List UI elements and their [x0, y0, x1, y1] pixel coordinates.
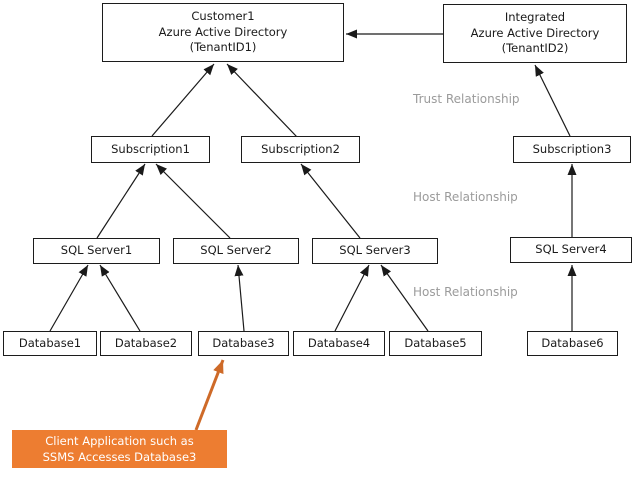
box-database2: Database2 — [100, 331, 192, 356]
arrow-sub2-to-tenant1 — [226, 63, 298, 138]
client-application-callout: Client Application such as SSMS Accesses… — [12, 430, 227, 468]
arrow-sub1-to-tenant1 — [151, 63, 215, 137]
box-database5: Database5 — [389, 331, 482, 356]
trust-relationship-label: Trust Relationship — [413, 92, 520, 106]
box-subscription2: Subscription2 — [241, 136, 360, 163]
callout-line1: Client Application such as — [45, 434, 194, 448]
arrow-sub3-to-tenant2 — [534, 64, 571, 137]
arrow-db1-to-sql1 — [49, 264, 89, 332]
box-sql-server4: SQL Server4 — [510, 237, 632, 263]
arrow-sql2-to-sub1 — [155, 163, 231, 239]
tenant1-directory-label: Azure Active Directory — [158, 24, 288, 39]
box-database1: Database1 — [3, 331, 97, 356]
arrow-db4-to-sql3 — [334, 264, 370, 332]
tenant2-name: Integrated — [504, 10, 566, 25]
box-database4: Database4 — [293, 331, 385, 356]
arrow-db2-to-sql1 — [99, 264, 141, 332]
box-tenant2: Integrated Azure Active Directory (Tenan… — [443, 4, 627, 63]
tenant1-id: (TenantID1) — [189, 40, 257, 55]
box-subscription1: Subscription1 — [91, 136, 210, 163]
tenant1-name: Customer1 — [191, 9, 255, 24]
tenant2-directory-label: Azure Active Directory — [470, 25, 600, 40]
arrow-sql3-to-sub2 — [300, 163, 361, 239]
host-relationship-label-1: Host Relationship — [413, 190, 518, 204]
box-subscription3: Subscription3 — [513, 136, 631, 163]
arrow-sql1-to-sub1 — [96, 163, 146, 239]
tenant2-id: (TenantID2) — [501, 41, 569, 56]
arrow-db5-to-sql3 — [380, 264, 429, 332]
box-tenant1: Customer1 Azure Active Directory (Tenant… — [102, 3, 344, 62]
callout-line2: SSMS Accesses Database3 — [42, 450, 197, 464]
box-database3: Database3 — [198, 331, 289, 356]
box-sql-server3: SQL Server3 — [312, 238, 438, 264]
arrow-callout-to-database3 — [194, 359, 225, 431]
box-database6: Database6 — [527, 331, 618, 356]
box-sql-server1: SQL Server1 — [33, 238, 160, 264]
box-sql-server2: SQL Server2 — [173, 238, 299, 264]
host-relationship-label-2: Host Relationship — [413, 285, 518, 299]
arrow-db3-to-sql2 — [234, 264, 245, 332]
